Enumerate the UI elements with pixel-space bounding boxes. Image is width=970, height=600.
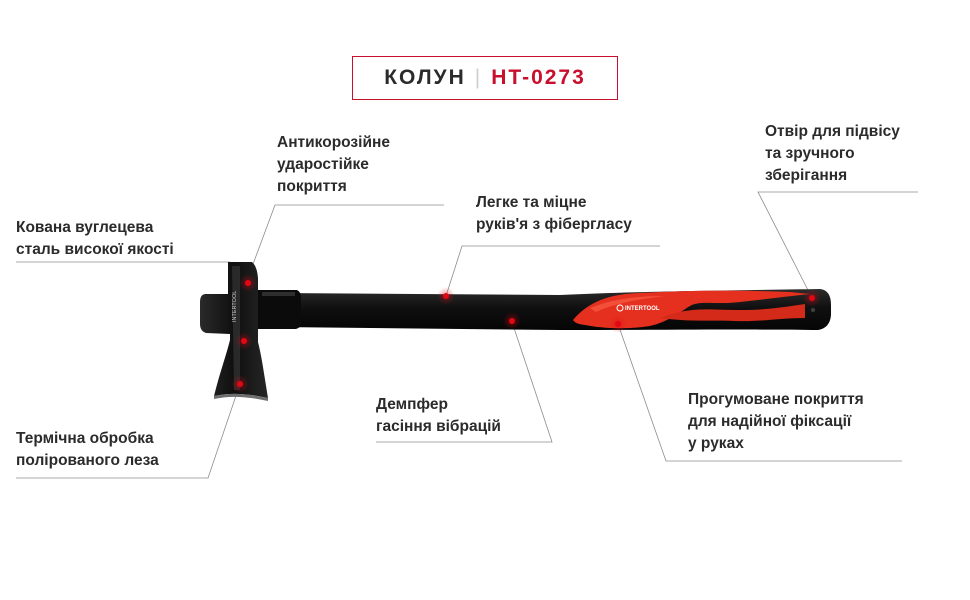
title-separator: | bbox=[474, 66, 483, 89]
callout-steel: Кована вуглецева сталь високої якості bbox=[16, 219, 174, 258]
hotspot-dots bbox=[231, 274, 821, 393]
hanging-hole bbox=[810, 307, 816, 313]
callout-heat-treatment: Термічна обробка полірованого леза bbox=[16, 430, 159, 469]
leader-grip bbox=[617, 323, 902, 462]
grip-highlight bbox=[590, 296, 665, 312]
callout-hole: Отвір для підвісу та зручного зберігання bbox=[765, 123, 900, 184]
product-title-box: КОЛУН | HT-0273 bbox=[352, 56, 618, 100]
hotspot-steel bbox=[235, 332, 253, 350]
hotspot-damper bbox=[503, 312, 521, 330]
head-brand-text: INTERTOOL bbox=[232, 291, 238, 322]
hotspot-coating bbox=[239, 274, 257, 292]
handle-brand-text: INTERTOOL bbox=[625, 306, 660, 312]
callout-coating: Антикорозійне ударостійке покриття bbox=[277, 134, 390, 195]
blade-edge bbox=[214, 393, 268, 401]
leader-coating bbox=[245, 204, 444, 284]
leader-hole bbox=[757, 191, 918, 299]
rubber-grip-lower bbox=[660, 304, 805, 322]
hotspot-grip bbox=[609, 315, 627, 333]
leader-handle bbox=[445, 245, 660, 297]
hotspot-handle bbox=[437, 287, 455, 305]
handle-brand-logo bbox=[616, 304, 624, 312]
leader-damper bbox=[376, 321, 553, 443]
hotspot-hole bbox=[803, 289, 821, 307]
collar bbox=[258, 290, 301, 329]
leader-heat bbox=[16, 383, 241, 479]
hotspot-heat bbox=[231, 375, 249, 393]
callout-handle: Легке та міцне руків'я з фібергласу bbox=[476, 194, 632, 233]
callout-grip: Прогумоване покриття для надійної фіксац… bbox=[688, 391, 864, 452]
callout-damper: Демпфер гасіння вібрацій bbox=[376, 396, 501, 435]
product-title: КОЛУН bbox=[384, 66, 466, 89]
product-code: HT-0273 bbox=[491, 66, 586, 89]
